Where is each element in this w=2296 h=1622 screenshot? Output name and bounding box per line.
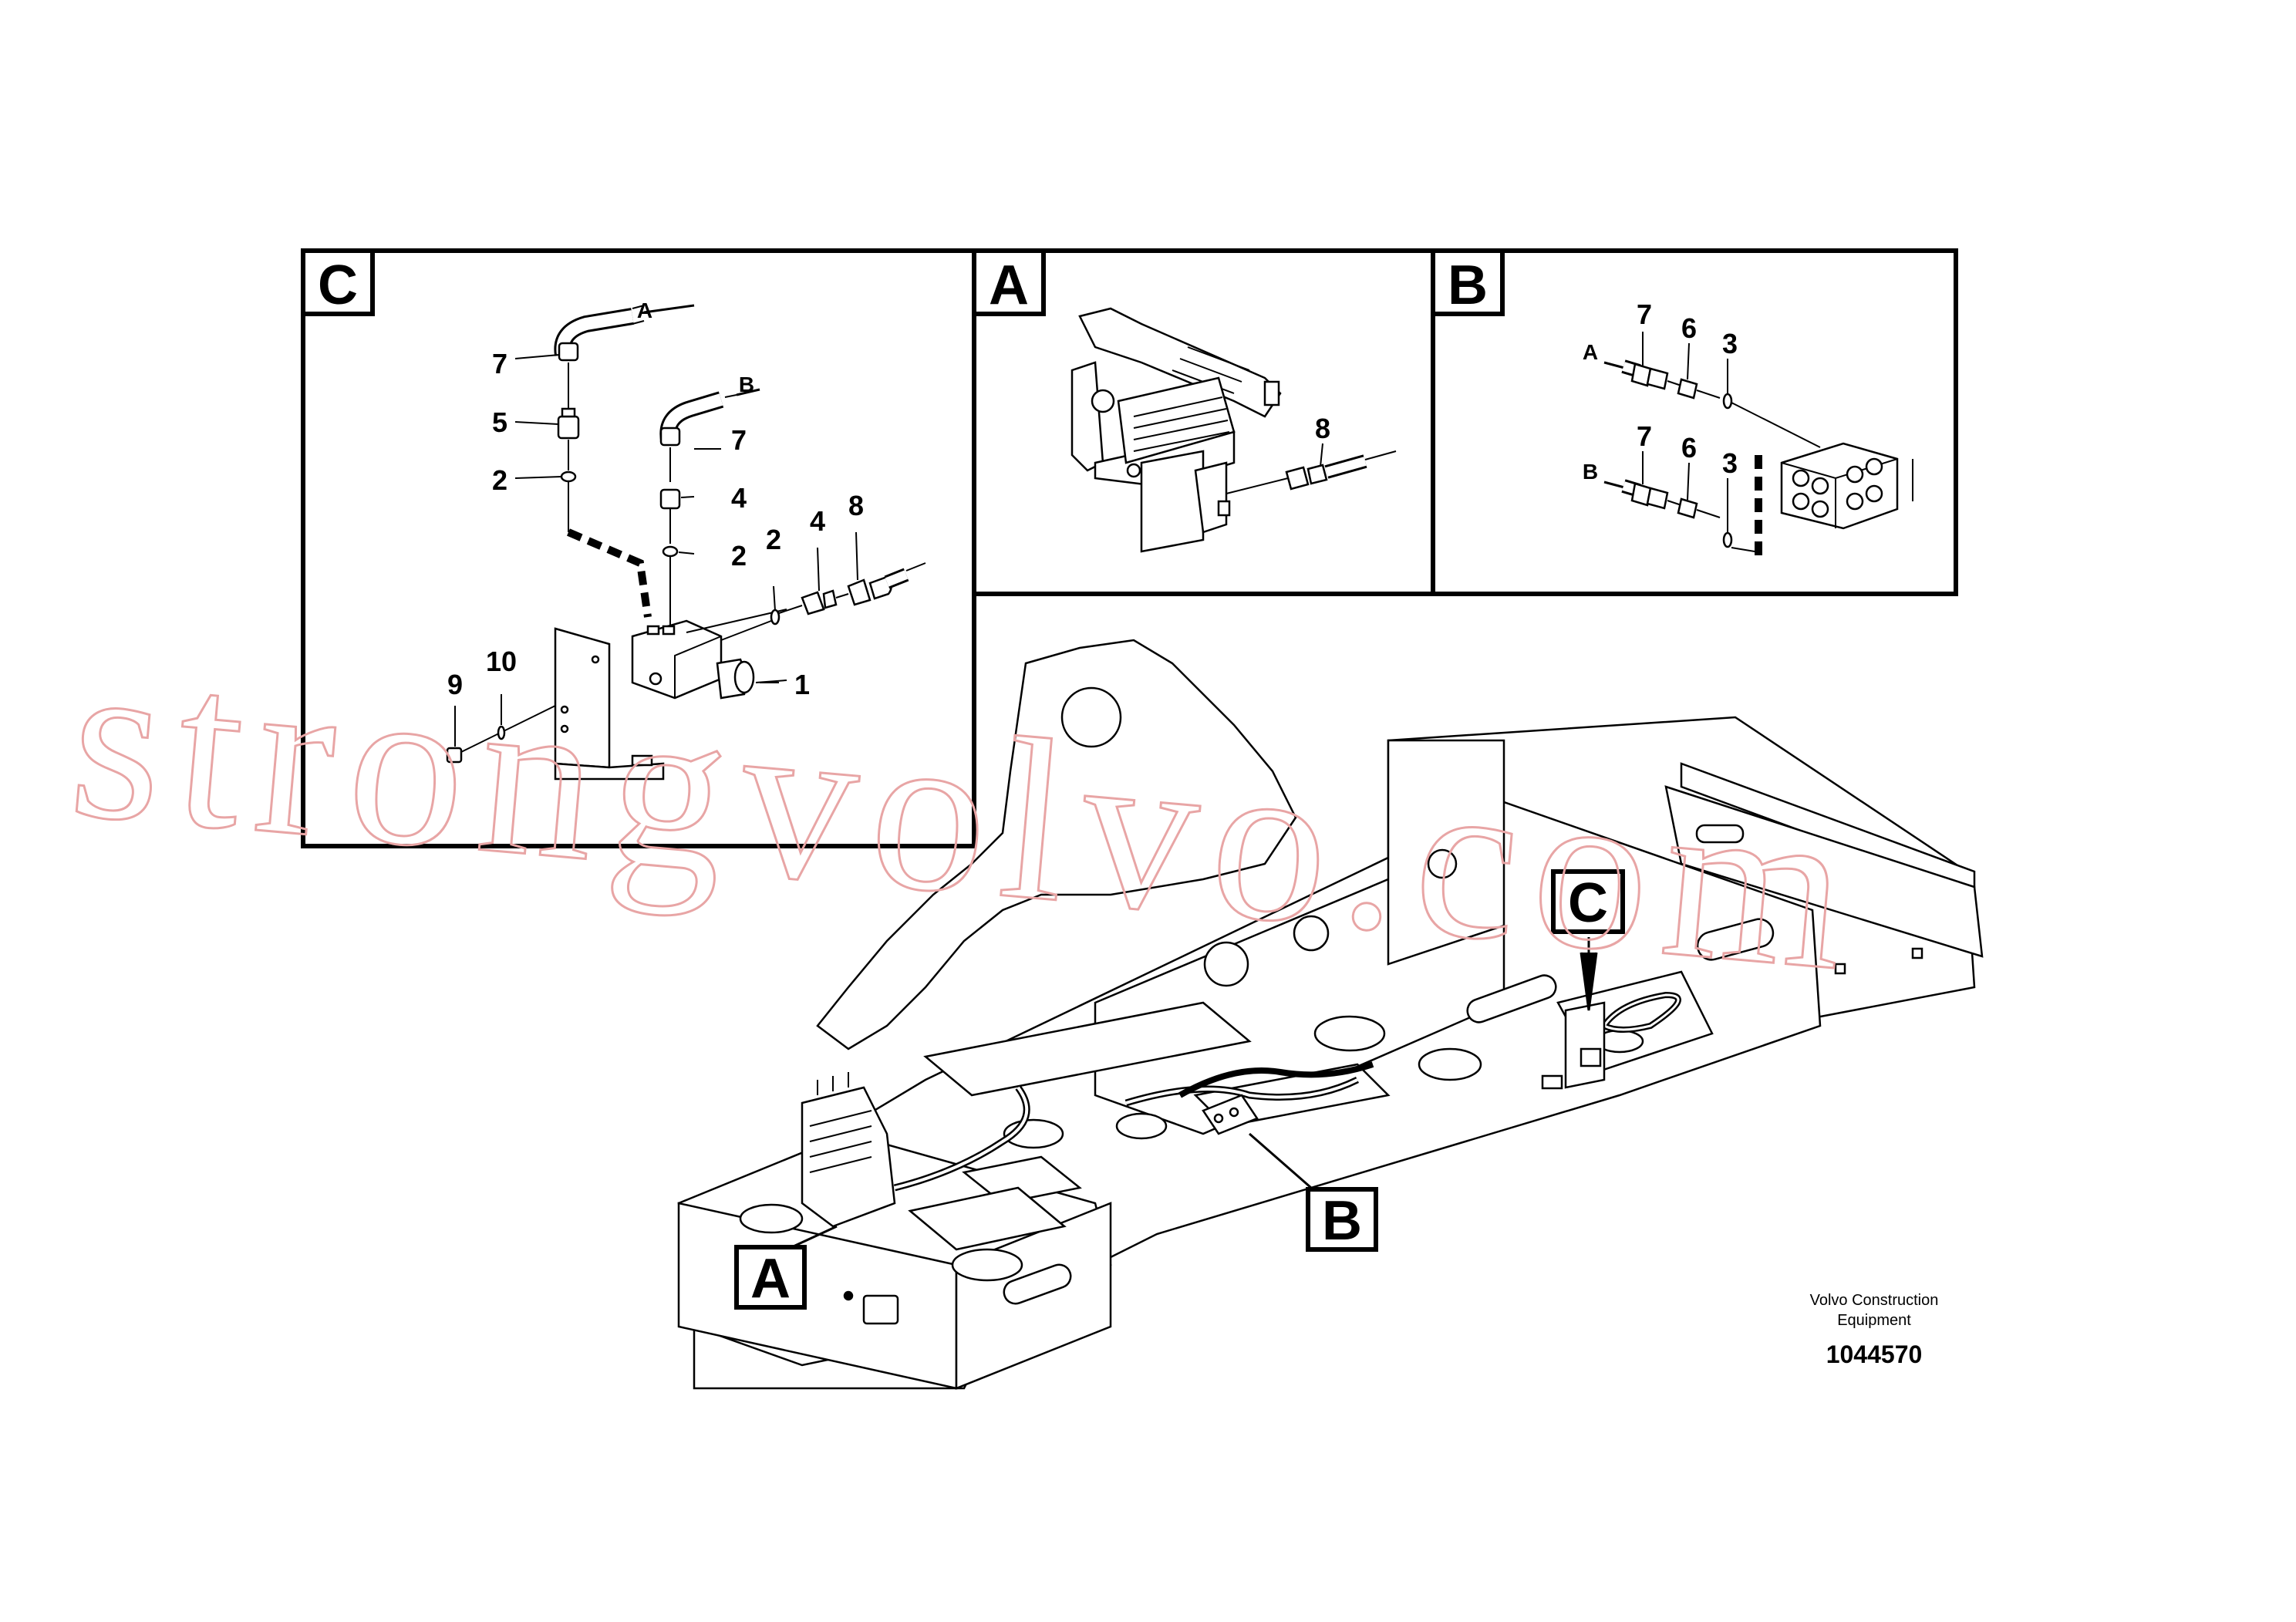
inset-b-chain-b	[1603, 479, 1755, 552]
inset-a-fitting-8	[1226, 450, 1397, 494]
block-b-on-frame	[1202, 1094, 1259, 1135]
callout-b-label: B	[1322, 1190, 1362, 1252]
inset-c-hose-a	[554, 304, 695, 362]
inset-b-title: B	[1448, 255, 1488, 316]
callout-box-b: B	[1306, 1187, 1378, 1252]
pedal-assembly-on-frame	[801, 1072, 896, 1228]
inset-b-panel: B	[1431, 248, 1958, 596]
inset-c-label-7b: 7	[731, 424, 747, 456]
callout-box-a: A	[734, 1245, 807, 1310]
inset-c-label-8: 8	[848, 490, 864, 521]
inset-b-leaders	[1642, 332, 1728, 532]
inset-b-label-a: A	[1583, 340, 1598, 364]
inset-a-label-8: 8	[1315, 413, 1330, 444]
inset-c-label-1: 1	[794, 669, 810, 700]
inset-c-label-2c: 2	[766, 524, 781, 555]
credit-line-1: Volvo Construction	[1810, 1292, 1939, 1309]
inset-b-label-b: B	[1583, 460, 1598, 484]
inset-b-chain-a	[1603, 359, 1821, 448]
callout-a-label: A	[750, 1248, 791, 1310]
inset-c-label-5: 5	[492, 406, 507, 438]
inset-a-panel: A 8	[972, 248, 1435, 596]
inset-c-label-2a: 2	[492, 464, 507, 496]
credit-block: Volvo Construction Equipment 1044570	[1810, 1292, 1939, 1368]
inset-c-label-2b: 2	[731, 540, 747, 572]
inset-b-label-3b: 3	[1722, 447, 1738, 479]
inset-c-right-fittings	[720, 562, 926, 641]
inset-b-label-3a: 3	[1722, 328, 1738, 359]
inset-b-label-7a: 7	[1637, 298, 1652, 330]
inset-b-label-7b: 7	[1637, 420, 1652, 452]
inset-c-leaders	[454, 354, 858, 747]
block-c-on-frame	[1564, 1001, 1606, 1089]
inset-c-label-4a: 4	[731, 482, 747, 514]
inset-c-panel: C	[301, 248, 976, 848]
hoses-on-frame	[893, 991, 1681, 1192]
callout-box-c: C	[1551, 869, 1625, 934]
inset-c-title: C	[318, 255, 358, 316]
inset-c-label-9: 9	[447, 669, 463, 700]
inset-c-valve-block	[631, 619, 755, 700]
callout-c-label: C	[1568, 872, 1608, 934]
inset-a-title: A	[989, 255, 1029, 316]
inset-c-bolt	[446, 705, 556, 764]
inset-a-foot-pedal	[1070, 307, 1282, 553]
inset-c-label-4b: 4	[810, 505, 825, 537]
inset-c-label-7a: 7	[492, 348, 507, 379]
inset-b-manifold	[1780, 442, 1913, 530]
inset-b-label-6a: 6	[1681, 312, 1697, 344]
credit-line-2: Equipment	[1837, 1312, 1911, 1329]
drawing-number: 1044570	[1826, 1340, 1923, 1368]
inset-c-hose-b	[659, 388, 760, 447]
inset-b-label-6b: 6	[1681, 432, 1697, 464]
inset-c-label-b: B	[739, 373, 754, 396]
inset-c-label-a: A	[637, 298, 652, 322]
inset-c-bracket	[554, 627, 665, 781]
inset-c-label-10: 10	[486, 646, 517, 677]
